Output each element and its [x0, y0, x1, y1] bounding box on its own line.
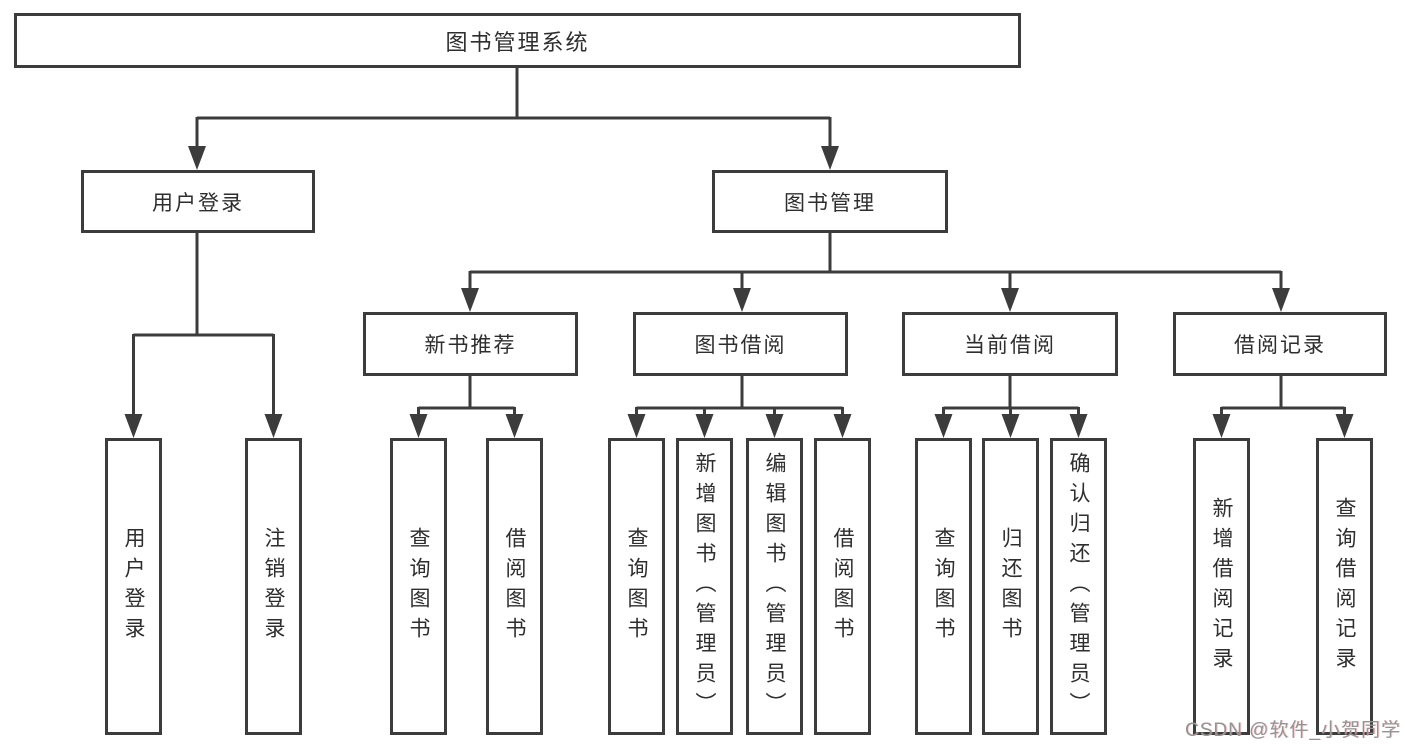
node-library-management-system: 图书管理系统: [14, 13, 1021, 68]
node-book-management: 图书管理: [712, 170, 948, 233]
leaf-add-books-admin: 新增图书（管理员）: [676, 438, 733, 735]
arrowhead-icons: [124, 146, 1354, 438]
leaf-edit-books-admin: 编辑图书（管理员）: [746, 438, 803, 735]
node-book-borrowing: 图书借阅: [633, 312, 848, 376]
leaf-query-borrow-record: 查询借阅记录: [1316, 438, 1373, 735]
leaf-logout: 注销登录: [245, 438, 302, 735]
leaf-return-books: 归还图书: [982, 438, 1039, 735]
node-new-book-recommendation: 新书推荐: [363, 312, 578, 376]
leaf-borrow-books-recommend: 借阅图书: [486, 438, 543, 735]
node-user-login: 用户登录: [81, 170, 315, 233]
leaf-query-books-current: 查询图书: [915, 438, 972, 735]
node-current-borrowing: 当前借阅: [902, 312, 1118, 376]
leaf-borrow-books: 借阅图书: [814, 438, 871, 735]
leaf-confirm-return-admin: 确认归还（管理员）: [1050, 438, 1107, 735]
leaf-query-books-borrow: 查询图书: [608, 438, 665, 735]
csdn-watermark: CSDN @软件_小贺同学: [1185, 720, 1401, 741]
leaf-query-books-recommend: 查询图书: [390, 438, 447, 735]
leaf-add-borrow-record: 新增借阅记录: [1193, 438, 1250, 735]
node-borrowing-records: 借阅记录: [1173, 312, 1387, 376]
leaf-user-login: 用户登录: [105, 438, 162, 735]
